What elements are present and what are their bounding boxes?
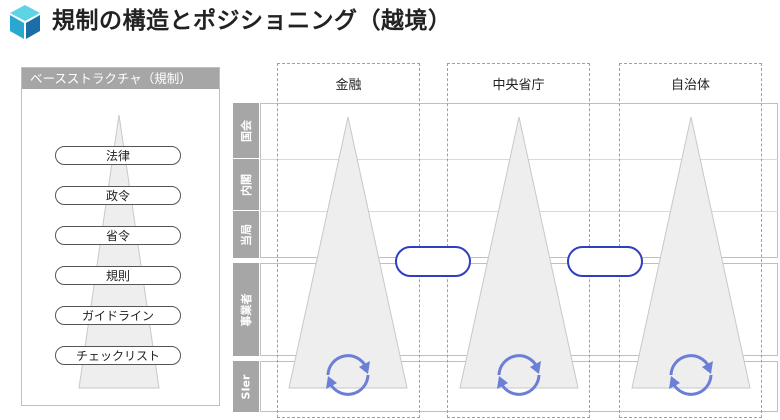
connector-ministries-local: [567, 246, 643, 277]
base-structure-header: ベースストラクチャ（規制）: [22, 68, 219, 89]
cycle-arrows-icon: [326, 354, 370, 396]
page-title: 規制の構造とポジショニング（越境）: [52, 8, 452, 34]
column-finance: [277, 63, 420, 418]
base-item-ministerial-ordinance: 省令: [55, 226, 181, 245]
row-label-business: 事業者: [233, 263, 259, 356]
row-label-cabinet: 内閣: [233, 159, 259, 210]
cycle-arrows-icon: [669, 354, 713, 396]
base-item-law: 法律: [55, 146, 181, 165]
column-title-central-ministries: 中央省庁: [492, 78, 545, 93]
base-item-checklist: チェックリスト: [55, 346, 181, 365]
pyramid-central-ministries: [459, 116, 579, 389]
row-label-sier: SIer: [233, 361, 259, 412]
column-local-government: [619, 63, 762, 418]
pyramid-local-government: [631, 116, 751, 389]
base-item-cabinet-order: 政令: [55, 186, 181, 205]
row-label-diet: 国会: [233, 103, 259, 158]
column-title-local-government: 自治体: [670, 78, 710, 93]
cycle-arrows-icon: [497, 354, 541, 396]
base-item-guideline: ガイドライン: [55, 306, 181, 325]
column-central-ministries: [447, 63, 590, 418]
pyramid-finance: [288, 116, 408, 389]
column-title-finance: 金融: [335, 78, 362, 93]
connector-finance-ministries: [395, 246, 471, 277]
logo-icon: [10, 5, 40, 39]
row-label-authority: 当局: [233, 211, 259, 258]
base-item-rules: 規則: [55, 266, 181, 285]
